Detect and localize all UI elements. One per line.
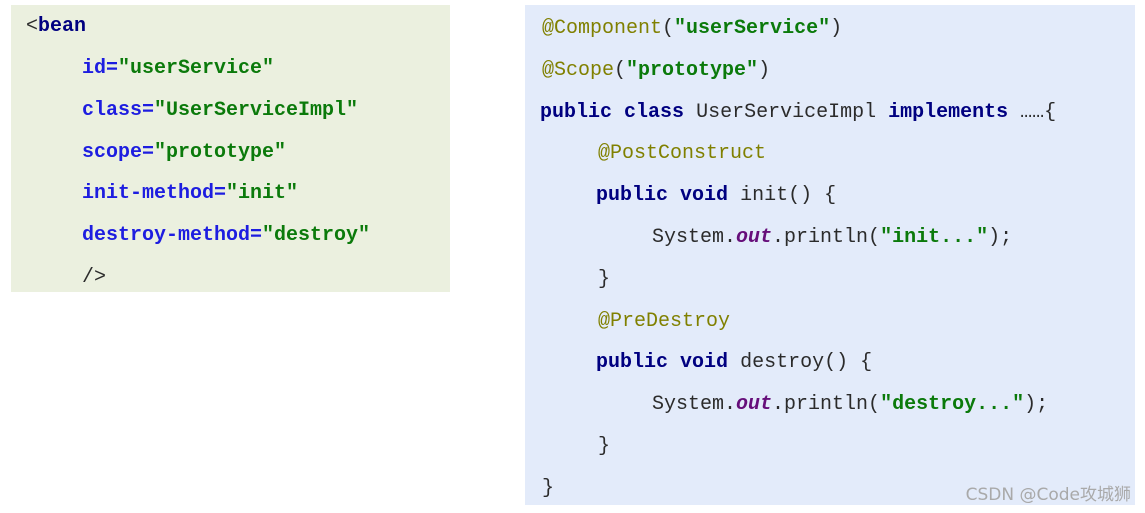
destroy-signature: destroy() { xyxy=(740,351,873,374)
keyword-class: class xyxy=(624,101,685,124)
keyword-public: public xyxy=(596,351,669,374)
xml-tag-name: bean xyxy=(38,15,87,38)
java-line-destroy-method: public void destroy() { xyxy=(596,351,872,375)
xml-attr-value: "prototype" xyxy=(154,141,287,164)
statement-end: ); xyxy=(1024,393,1049,416)
xml-attr-value: "UserServiceImpl" xyxy=(154,99,359,122)
out-field: out xyxy=(736,226,773,249)
keyword-void: void xyxy=(680,351,729,374)
keyword-public: public xyxy=(596,184,669,207)
paren-close: ) xyxy=(758,59,771,82)
java-line-component: @Component("userService") xyxy=(542,17,842,41)
xml-attr-value: "init" xyxy=(226,182,299,205)
statement-end: ); xyxy=(988,226,1013,249)
init-message: "init..." xyxy=(880,226,989,249)
java-line-init-method: public void init() { xyxy=(596,184,836,208)
keyword-implements: implements xyxy=(888,101,1009,124)
xml-attr-value: "destroy" xyxy=(262,224,371,247)
class-close-brace: } xyxy=(542,477,555,500)
destroy-message: "destroy..." xyxy=(880,393,1025,416)
scope-annotation: @Scope xyxy=(542,59,615,82)
xml-attr-name: destroy-method= xyxy=(82,224,263,247)
class-name: UserServiceImpl xyxy=(696,101,877,124)
xml-attr-destroy-method: destroy-method="destroy" xyxy=(82,224,370,248)
xml-open-bracket: < xyxy=(26,15,39,38)
watermark: CSDN @Code攻城狮 xyxy=(965,485,1131,505)
paren-close: ) xyxy=(830,17,843,40)
keyword-public: public xyxy=(540,101,613,124)
println-call: .println( xyxy=(772,226,881,249)
xml-attr-value: "userService" xyxy=(118,57,275,80)
keyword-void: void xyxy=(680,184,729,207)
init-signature: init() { xyxy=(740,184,837,207)
class-decl-rest: ……{ xyxy=(1020,101,1057,124)
java-line-destroy-println: System.out.println("destroy..."); xyxy=(652,393,1048,417)
xml-code-panel: <bean id="userService" class="UserServic… xyxy=(11,5,450,292)
post-construct-annotation: @PostConstruct xyxy=(598,142,767,165)
destroy-close-brace: } xyxy=(598,435,611,458)
init-close-brace: } xyxy=(598,268,611,291)
java-line-class-decl: public class UserServiceImpl implements … xyxy=(540,101,1056,125)
paren-open: ( xyxy=(662,17,675,40)
xml-attr-id: id="userService" xyxy=(82,57,274,81)
xml-self-close: /> xyxy=(82,266,107,289)
paren-open: ( xyxy=(614,59,627,82)
xml-attr-name: scope= xyxy=(82,141,155,164)
java-line-scope: @Scope("prototype") xyxy=(542,59,770,83)
java-code-panel: @Component("userService") @Scope("protot… xyxy=(525,5,1135,505)
component-value: "userService" xyxy=(674,17,831,40)
system-object: System. xyxy=(652,393,737,416)
out-field: out xyxy=(736,393,773,416)
java-line-init-println: System.out.println("init..."); xyxy=(652,226,1012,250)
xml-attr-class: class="UserServiceImpl" xyxy=(82,99,358,123)
xml-attr-init-method: init-method="init" xyxy=(82,182,298,206)
xml-attr-name: init-method= xyxy=(82,182,227,205)
system-object: System. xyxy=(652,226,737,249)
xml-attr-name: id= xyxy=(82,57,119,80)
scope-value: "prototype" xyxy=(626,59,759,82)
component-annotation: @Component xyxy=(542,17,663,40)
xml-attr-name: class= xyxy=(82,99,155,122)
xml-attr-scope: scope="prototype" xyxy=(82,141,286,165)
pre-destroy-annotation: @PreDestroy xyxy=(598,310,731,333)
println-call: .println( xyxy=(772,393,881,416)
xml-line-bean-open: <bean xyxy=(26,15,86,39)
